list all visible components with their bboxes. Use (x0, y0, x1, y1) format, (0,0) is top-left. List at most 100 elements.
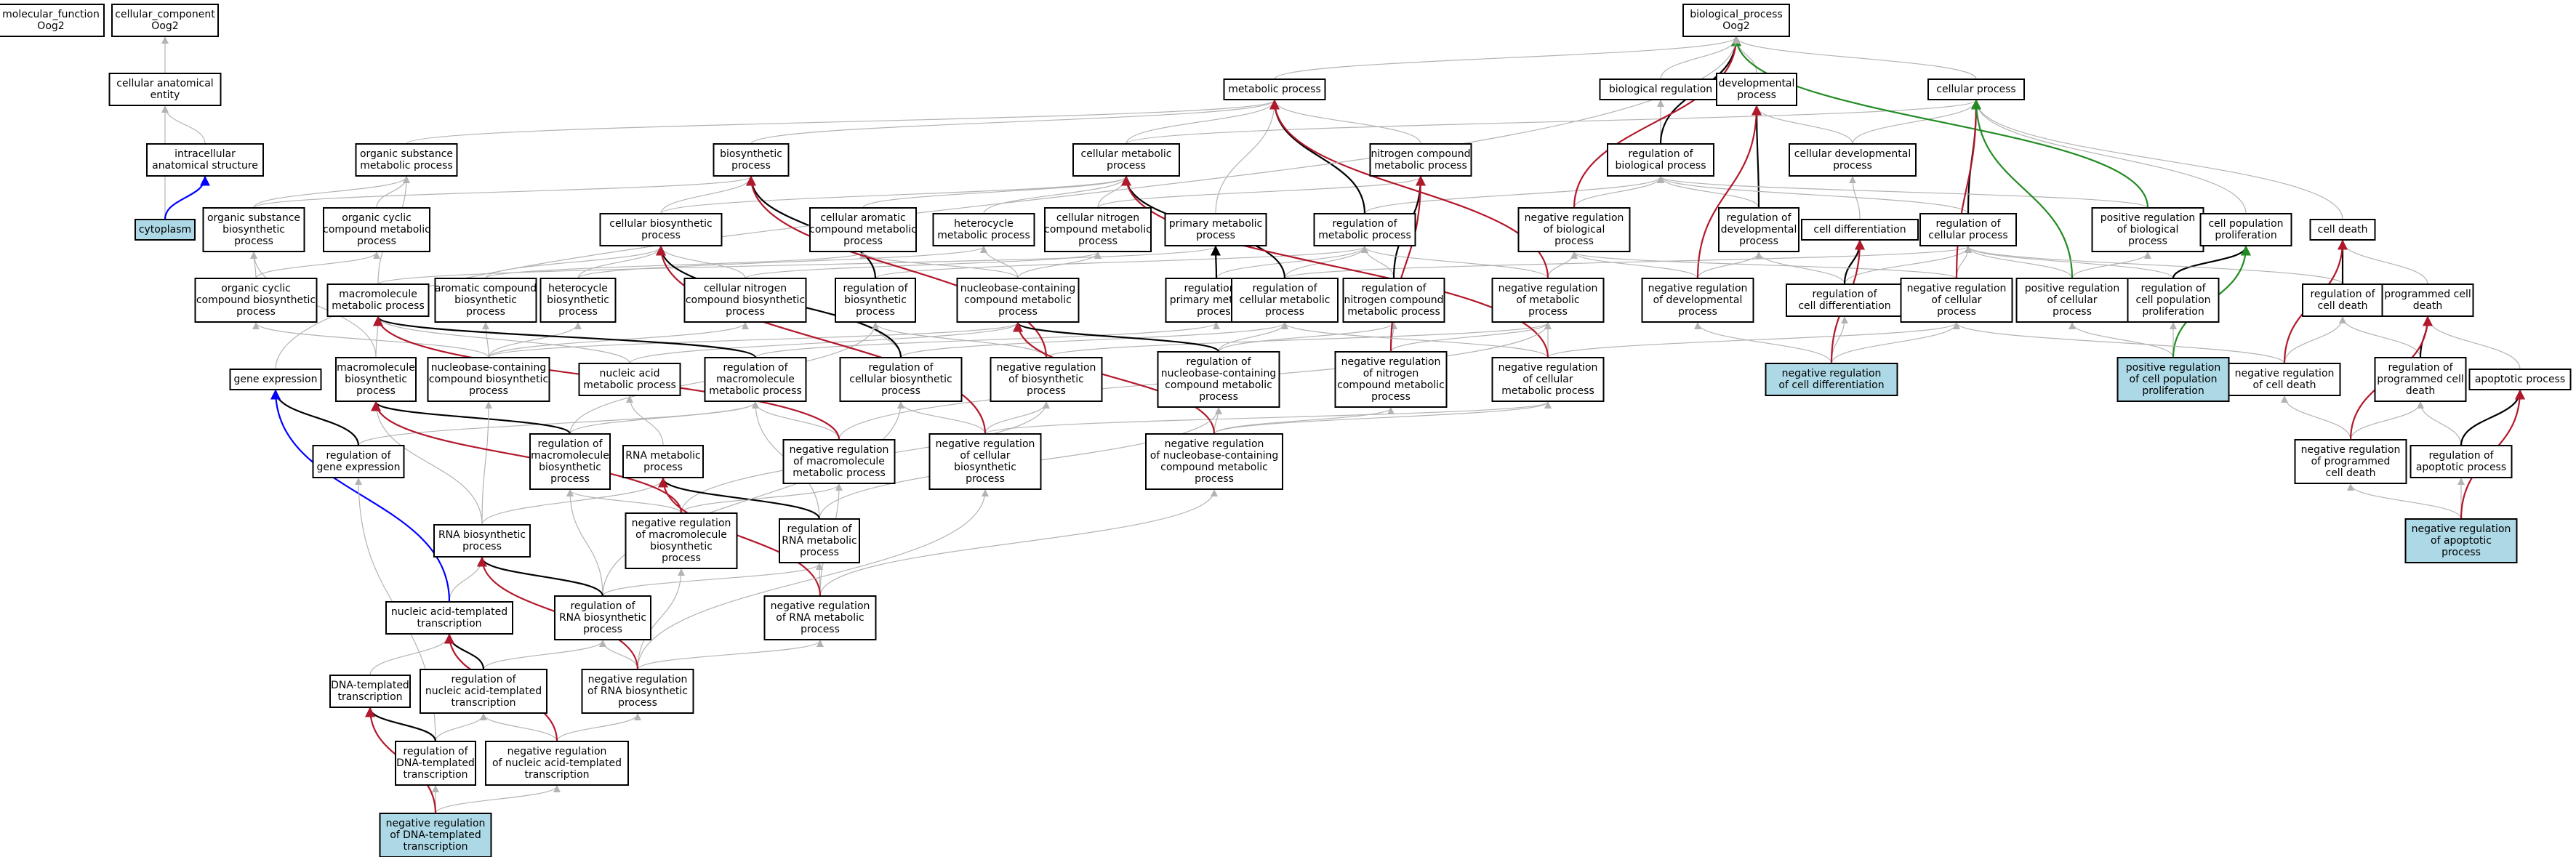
term-node-regulation-of-macromolecule-biosynthetic-process[interactable]: regulation ofmacromoleculebiosyntheticpr… (529, 433, 611, 490)
term-box (1919, 213, 2017, 246)
edge-is-a (252, 322, 489, 358)
term-node-apoptotic-process[interactable]: apoptotic process (2468, 369, 2572, 390)
term-node-gene-expression[interactable]: gene expression (229, 369, 322, 390)
edge-is-a (253, 176, 755, 209)
term-box (554, 595, 651, 640)
term-box (385, 601, 513, 635)
term-node-cellular-process[interactable]: cellular process (1927, 79, 2025, 100)
edge-is-a (602, 563, 823, 597)
edge-is-a (1973, 100, 2247, 214)
term-box (395, 741, 476, 786)
term-node-metabolic-process[interactable]: metabolic process (1223, 79, 1326, 100)
term-label-line: heterocycle (548, 283, 608, 294)
term-node-regulation-of-nucleobase-containing-compound-metabolic-process[interactable]: regulation ofnucleobase-containingcompou… (1157, 351, 1280, 408)
term-box (839, 357, 963, 402)
term-node-biological-regulation[interactable]: biological regulation (1599, 79, 1722, 100)
term-node-cytoplasm[interactable]: cytoplasm (135, 219, 196, 241)
edge-negatively-regulates (1013, 321, 1216, 435)
term-box (1716, 73, 1797, 106)
term-node-cell-differentiation[interactable]: cell differentiation (1801, 219, 1919, 241)
term-node-cell-death[interactable]: cell death (2309, 219, 2376, 241)
term-label-line: transcription (403, 769, 468, 781)
term-label-line: cell death (2326, 467, 2376, 479)
term-label-line: organic substance (207, 212, 300, 224)
term-label-line: nitrogen compound (1344, 294, 1443, 306)
